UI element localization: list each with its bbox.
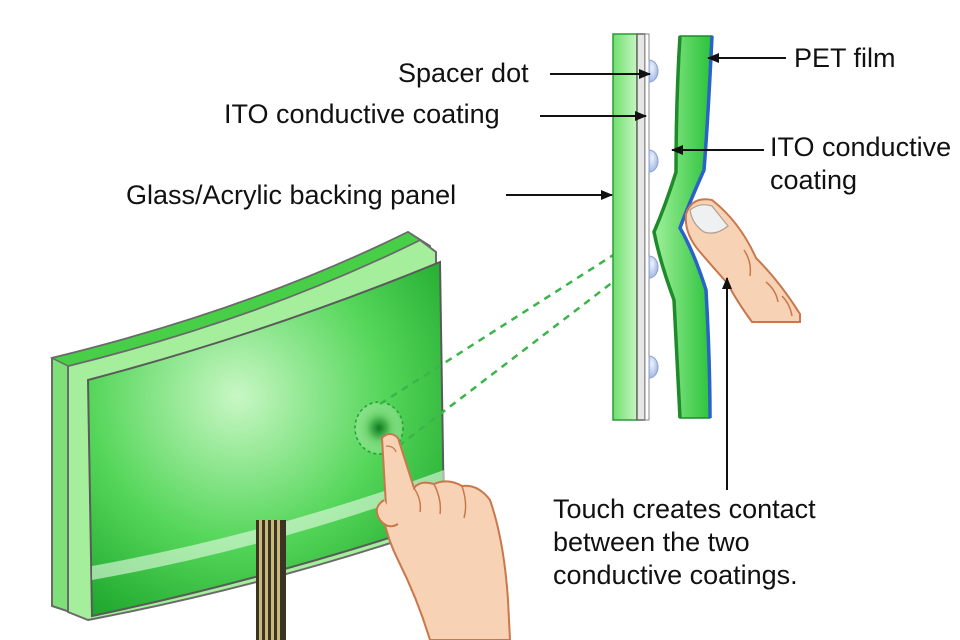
glass-backing-panel (612, 33, 638, 421)
label-ito-right-line1: ITO conductive (770, 132, 952, 162)
panel-reflection (92, 470, 444, 580)
label-touch-line3: conductive coatings. (553, 560, 798, 590)
leader-arrows (506, 53, 786, 490)
hand-right (684, 198, 801, 323)
label-glass-backing-panel: Glass/Acrylic backing panel (126, 180, 457, 210)
ito-coating-left (636, 33, 646, 421)
label-touch-line2: between the two (553, 527, 750, 557)
hand-left (375, 433, 512, 640)
zoom-connector-lines (379, 250, 627, 455)
cross-section (612, 33, 714, 421)
spacer-dots (648, 59, 659, 379)
ribbon-cable (256, 520, 286, 640)
curved-touch-panel (49, 230, 446, 640)
ito-coating-right (652, 35, 682, 419)
label-ito-coating-right: ITO conductive coating (770, 131, 951, 197)
label-ito-coating-left: ITO conductive coating (224, 99, 500, 129)
panel-top-edge (49, 231, 422, 367)
pet-film-edge (678, 35, 714, 419)
label-ito-right-line2: coating (770, 165, 858, 195)
label-touch-explanation: Touch creates contact between the two co… (553, 493, 913, 592)
label-touch-line1: Touch creates contact (553, 494, 816, 524)
label-spacer-dot: Spacer dot (398, 58, 529, 88)
label-pet-film: PET film (794, 43, 896, 73)
